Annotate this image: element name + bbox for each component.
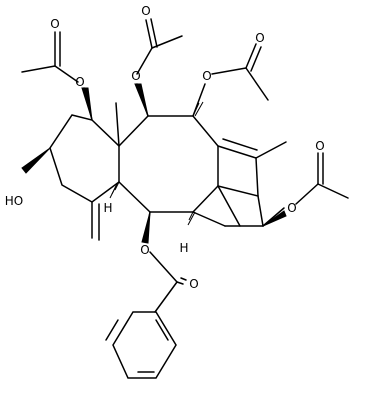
atom-label-h-left-junction: H	[103, 201, 112, 215]
atom-label-o-acetate1-ester: O	[75, 75, 84, 89]
atom-label-o-acetate2-carbonyl: O	[141, 4, 150, 18]
atom-label-h-right-junction: H	[179, 241, 188, 255]
atom-label-o-acetate1-carbonyl: O	[50, 17, 59, 31]
atom-label-o-benzoate-ester: O	[140, 243, 149, 257]
atom-label-o-acetate2-ester: O	[131, 69, 140, 83]
atom-label-o-acetate4-carbonyl: O	[315, 139, 324, 153]
atom-label-o-benzoate-carbonyl: O	[189, 277, 198, 291]
bond-lines	[21, 18, 349, 379]
atom-label-o-acetate3-carbonyl: O	[255, 31, 264, 45]
atom-label-hydroxyl: HO	[5, 194, 23, 208]
atom-label-o-acetate4-ester: O	[287, 201, 296, 215]
atom-labels: O O O O O O O O HO O O H H	[5, 4, 325, 291]
stereo-bonds	[21, 83, 287, 244]
atom-label-o-acetate3-ester: O	[202, 69, 211, 83]
